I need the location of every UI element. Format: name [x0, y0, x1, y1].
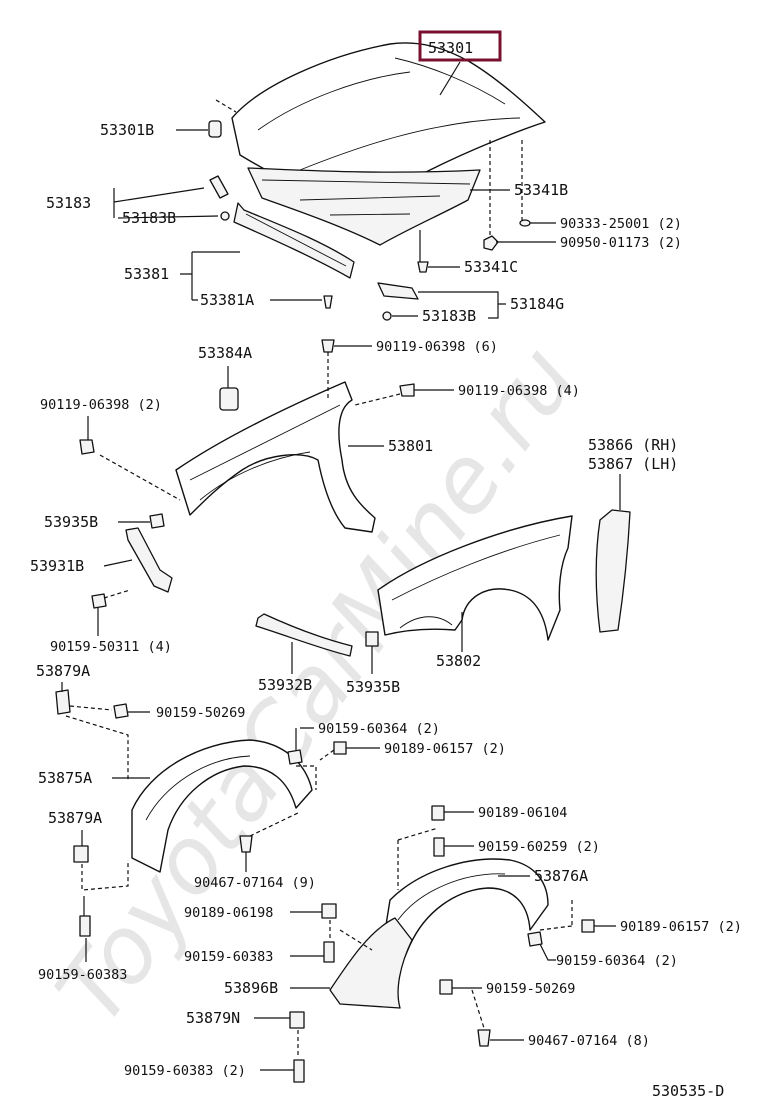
label-90159-50269-left[interactable]: 90159-50269	[156, 705, 245, 721]
clip-90189-06198[interactable]	[321, 903, 337, 919]
label-53183[interactable]: 53183	[46, 194, 91, 212]
nut-90950[interactable]	[483, 235, 499, 251]
screw-90159-50311[interactable]	[91, 593, 107, 609]
label-90159-50269-right[interactable]: 90159-50269	[486, 981, 575, 997]
label-53867-lh[interactable]: 53867 (LH)	[588, 455, 678, 473]
screw-90467-right[interactable]	[477, 1029, 491, 1047]
label-53384A[interactable]: 53384A	[198, 344, 252, 362]
label-90119-06398-4[interactable]: 90119-06398 (4)	[458, 383, 580, 399]
seal-53184G[interactable]	[377, 282, 419, 300]
screw-90189-06157-right[interactable]	[581, 919, 595, 933]
label-90159-60259[interactable]: 90159-60259 (2)	[478, 839, 600, 855]
screw-90159-60383-mid[interactable]	[323, 941, 335, 963]
label-90189-06198[interactable]: 90189-06198	[184, 905, 273, 921]
clip-53183B-upper[interactable]	[220, 211, 230, 221]
clip-53183B-lower[interactable]	[382, 311, 392, 321]
label-90189-06157-left[interactable]: 90189-06157 (2)	[384, 741, 506, 757]
label-53301[interactable]: 53301	[428, 39, 473, 57]
label-90159-60383-bottom[interactable]: 90159-60383 (2)	[124, 1063, 246, 1079]
label-90159-50311[interactable]: 90159-50311 (4)	[50, 639, 172, 655]
screw-90159-60383-left[interactable]	[79, 915, 91, 937]
hood-insulator[interactable]	[247, 167, 481, 246]
screw-90189-06157-left[interactable]	[333, 741, 347, 755]
screw-90159-50269-right[interactable]	[439, 979, 453, 995]
label-90333-25001[interactable]: 90333-25001 (2)	[560, 216, 682, 232]
label-90159-60364-right[interactable]: 90159-60364 (2)	[556, 953, 678, 969]
clip-53879A-upper[interactable]	[55, 689, 71, 715]
label-53381A[interactable]: 53381A	[200, 291, 254, 309]
fender-liner-53875A[interactable]	[131, 739, 313, 873]
label-90159-60364-left[interactable]: 90159-60364 (2)	[318, 721, 440, 737]
label-53301B[interactable]: 53301B	[100, 121, 154, 139]
bolt-90119-6[interactable]	[321, 339, 335, 353]
fender-liner-53876A[interactable]	[381, 858, 549, 969]
label-53896B[interactable]: 53896B	[224, 979, 278, 997]
clip-53341C[interactable]	[417, 261, 429, 273]
label-90467-07164-9[interactable]: 90467-07164 (9)	[194, 875, 316, 891]
label-53183B-upper[interactable]: 53183B	[122, 209, 176, 227]
screw-90159-60383-bottom[interactable]	[293, 1059, 305, 1083]
label-53184G[interactable]: 53184G	[510, 295, 564, 313]
clip-53879A-lower[interactable]	[73, 845, 89, 863]
clip-53381A[interactable]	[323, 295, 333, 309]
screw-90159-60364-left[interactable]	[287, 749, 303, 765]
label-90159-60383-left[interactable]: 90159-60383	[38, 967, 127, 983]
label-90159-60383-mid[interactable]: 90159-60383	[184, 949, 273, 965]
label-53802[interactable]: 53802	[436, 652, 481, 670]
clip-53879N[interactable]	[289, 1011, 305, 1029]
label-90950-01173[interactable]: 90950-01173 (2)	[560, 235, 682, 251]
clip-53935B-left[interactable]	[149, 513, 165, 529]
liner-53896B[interactable]	[329, 917, 413, 1009]
label-53341C[interactable]: 53341C	[464, 258, 518, 276]
screw-90159-60364-right[interactable]	[527, 931, 543, 947]
label-53931B[interactable]: 53931B	[30, 557, 84, 575]
part-labels: 53301 53301B 53183 53183B 53341B 90333-2…	[30, 39, 742, 1100]
screw-90159-60259[interactable]	[433, 837, 445, 857]
diagram-id: 530535-D	[652, 1082, 724, 1100]
front-fender-53802[interactable]	[377, 515, 573, 641]
label-90467-07164-8[interactable]: 90467-07164 (8)	[528, 1033, 650, 1049]
label-90189-06104[interactable]: 90189-06104	[478, 805, 567, 821]
label-53932B[interactable]: 53932B	[258, 676, 312, 694]
fender-seal-53932B[interactable]	[255, 613, 353, 657]
hood-stop[interactable]	[209, 175, 229, 199]
fender-apron-53801[interactable]	[175, 381, 376, 533]
highlight-box	[418, 30, 502, 62]
label-53876A[interactable]: 53876A	[534, 867, 588, 885]
label-53875A[interactable]: 53875A	[38, 769, 92, 787]
screw-90159-50269-left[interactable]	[113, 703, 129, 719]
label-53381[interactable]: 53381	[124, 265, 169, 283]
label-53183B-lower[interactable]: 53183B	[422, 307, 476, 325]
label-90119-06398-6[interactable]: 90119-06398 (6)	[376, 339, 498, 355]
bracket-53384A[interactable]	[219, 387, 239, 411]
label-53879A-upper[interactable]: 53879A	[36, 662, 90, 680]
label-53879A-lower[interactable]: 53879A	[48, 809, 102, 827]
screw-90467-left[interactable]	[239, 835, 253, 853]
hood-to-cowl-seal[interactable]	[233, 202, 355, 279]
label-53866-rh[interactable]: 53866 (RH)	[588, 436, 678, 454]
hood-cushion[interactable]	[208, 120, 222, 138]
label-53935B-left[interactable]: 53935B	[44, 513, 98, 531]
label-90189-06157-right[interactable]: 90189-06157 (2)	[620, 919, 742, 935]
label-53801[interactable]: 53801	[388, 437, 433, 455]
label-53879N[interactable]: 53879N	[186, 1009, 240, 1027]
label-53935B-right[interactable]: 53935B	[346, 678, 400, 696]
bolt-90119-4[interactable]	[399, 383, 415, 397]
fender-seal-53866[interactable]	[595, 509, 631, 633]
label-53341B[interactable]: 53341B	[514, 181, 568, 199]
bracket-53931B[interactable]	[125, 527, 173, 593]
screw-90189-06104[interactable]	[431, 805, 445, 821]
leader-lines	[61, 61, 621, 1071]
clip-53935B-right[interactable]	[365, 631, 379, 647]
bolt-90119-2[interactable]	[79, 439, 95, 455]
label-90119-06398-2[interactable]: 90119-06398 (2)	[40, 397, 162, 413]
